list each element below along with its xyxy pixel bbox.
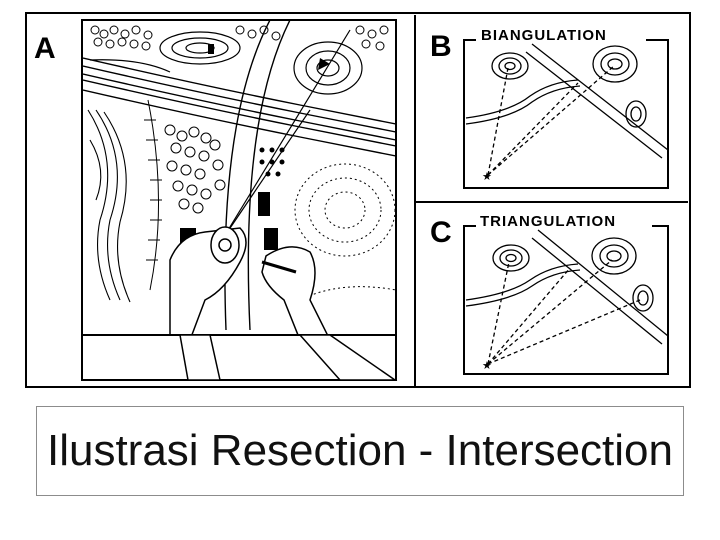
forearms: [179, 334, 398, 381]
panel-c-map-frame: [463, 225, 669, 375]
panel-b-letter: B: [430, 30, 452, 63]
panel-c-letter: C: [430, 216, 452, 249]
panel-b-road: [525, 43, 669, 159]
panel-b-title: BIANGULATION: [481, 27, 607, 44]
slide-caption: Ilustrasi Resection - Intersection: [46, 426, 674, 475]
caption-box: Ilustrasi Resection - Intersection: [36, 406, 684, 496]
left-contours: [87, 109, 131, 303]
panel-b-map-frame: [463, 39, 669, 189]
hands-with-compass: [169, 226, 329, 335]
panel-c-road: [531, 229, 669, 345]
right-terrain: [294, 163, 395, 301]
panel-a-letter: A: [34, 32, 56, 65]
tree-cluster-top: [90, 25, 389, 51]
sight-lines: [221, 29, 351, 241]
panel-b-position-star: ★: [482, 170, 492, 183]
panel-b-hills: [491, 45, 647, 128]
topographic-map: [83, 21, 395, 335]
panel-a: A: [34, 19, 398, 381]
panel-c-hills: [492, 237, 654, 312]
panel-c-position-star: ★: [482, 359, 492, 372]
panel-c-river: [465, 263, 581, 307]
forest-middle: [164, 124, 226, 214]
railway-line: [144, 99, 162, 291]
map-marker-hill: [318, 58, 330, 70]
resection-intersection-figure: A: [25, 12, 691, 388]
panel-b: B BIANGULATION ★: [430, 27, 669, 189]
hill-contours-top: [89, 31, 363, 95]
panel-c-title: TRIANGULATION: [480, 213, 616, 230]
panel-b-river: [465, 79, 581, 125]
panel-b-sight-lines: [487, 65, 615, 176]
map-marker-top: [208, 44, 214, 54]
panel-c: C TRIANGULATION ★: [430, 213, 669, 375]
panel-c-sight-lines: [487, 259, 641, 365]
